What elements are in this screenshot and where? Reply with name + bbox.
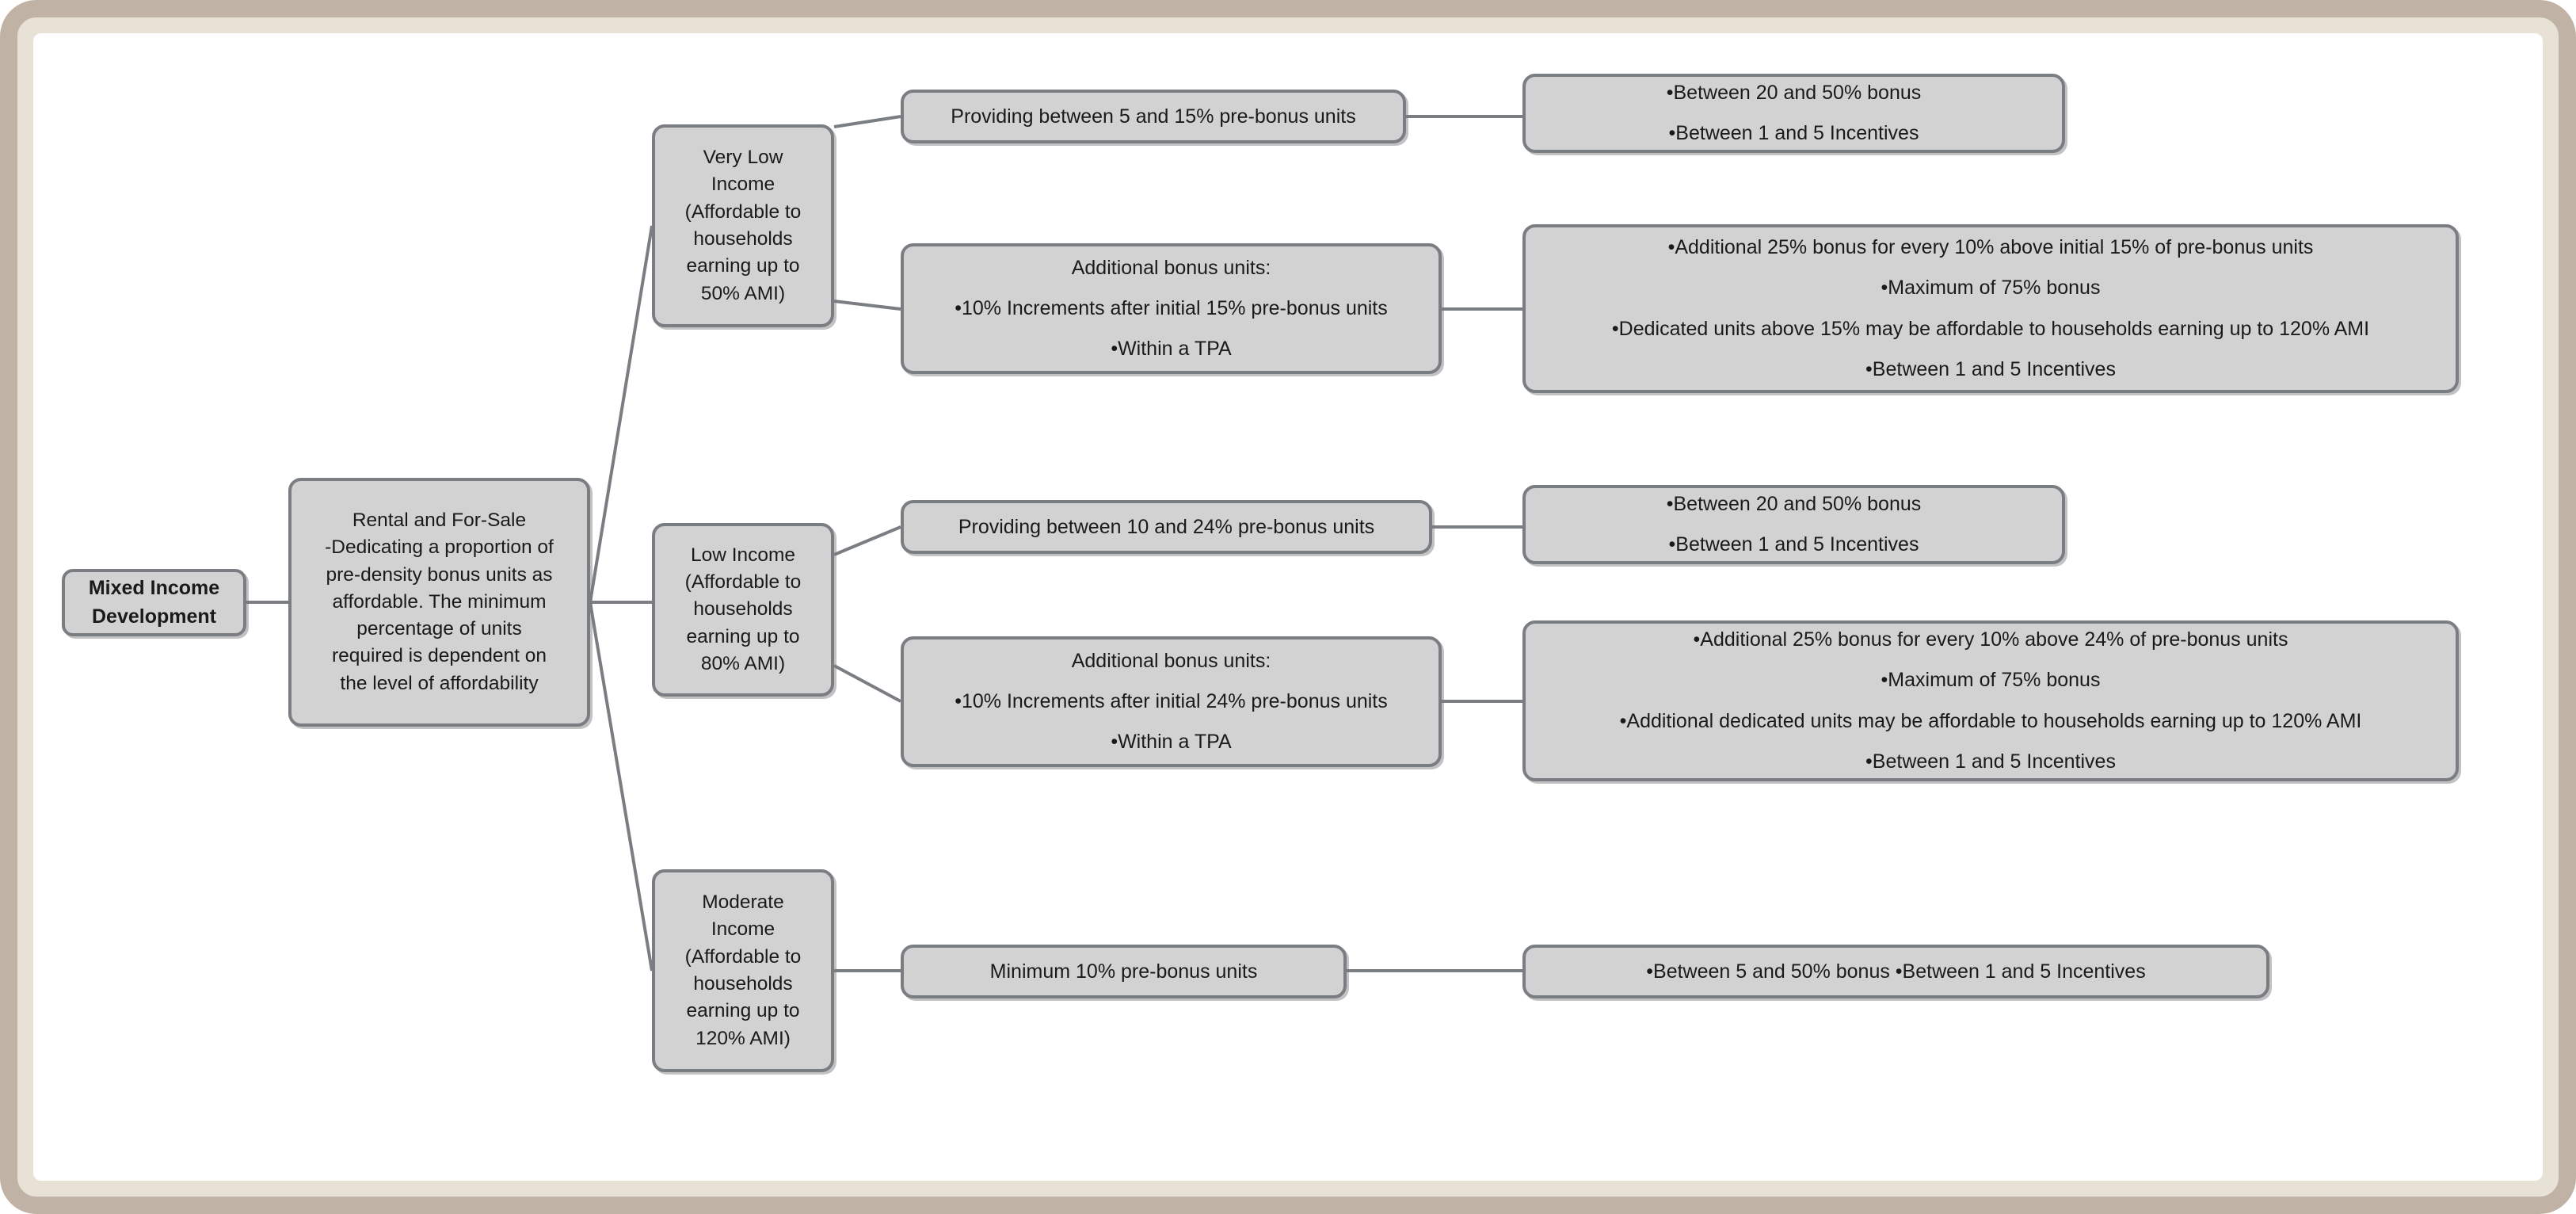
edge-vli-to-additional: [833, 300, 901, 311]
root-node-mixed-income-development[interactable]: Mixed Income Development: [62, 569, 246, 636]
branch-node-very-low-income[interactable]: Very Low Income (Affordable to household…: [652, 124, 834, 327]
condition-node-li-providing[interactable]: Providing between 10 and 24% pre-bonus u…: [901, 500, 1432, 554]
root-node-label: Mixed Income Development: [88, 577, 220, 628]
hub-node-label: Rental and For-Sale -Dedicating a propor…: [325, 509, 554, 694]
condition-node-li-additional-label: Additional bonus units: •10% Increments …: [955, 649, 1388, 754]
outcome-node-vli-additional[interactable]: •Additional 25% bonus for every 10% abov…: [1522, 224, 2459, 393]
branch-node-very-low-income-label: Very Low Income (Affordable to household…: [684, 147, 802, 304]
condition-node-vli-providing[interactable]: Providing between 5 and 15% pre-bonus un…: [901, 90, 1406, 143]
condition-node-li-providing-label: Providing between 10 and 24% pre-bonus u…: [958, 515, 1375, 538]
outcome-node-mi-minimum[interactable]: •Between 5 and 50% bonus •Between 1 and …: [1522, 945, 2269, 998]
condition-node-mi-minimum[interactable]: Minimum 10% pre-bonus units: [901, 945, 1347, 998]
condition-node-vli-additional-label: Additional bonus units: •10% Increments …: [955, 256, 1388, 361]
edge-hub-to-very-low-income: [589, 225, 654, 603]
outcome-node-mi-minimum-label: •Between 5 and 50% bonus •Between 1 and …: [1646, 960, 2146, 983]
outcome-node-vli-additional-label: •Additional 25% bonus for every 10% abov…: [1611, 236, 2370, 380]
outcome-node-li-additional[interactable]: •Additional 25% bonus for every 10% abov…: [1522, 620, 2459, 781]
outcome-node-li-providing-label: •Between 20 and 50% bonus •Between 1 and…: [1666, 492, 1922, 555]
edge-li-to-providing: [833, 525, 901, 556]
branch-node-low-income-label: Low Income (Affordable to households ear…: [684, 544, 802, 674]
branch-node-moderate-income-label: Moderate Income (Affordable to household…: [684, 891, 802, 1049]
edge-hub-to-moderate-income: [589, 601, 654, 972]
hub-node-rental-and-for-sale[interactable]: Rental and For-Sale -Dedicating a propor…: [288, 478, 590, 727]
outcome-node-li-providing[interactable]: •Between 20 and 50% bonus •Between 1 and…: [1522, 485, 2065, 564]
outcome-node-li-additional-label: •Additional 25% bonus for every 10% abov…: [1619, 628, 2362, 773]
outcome-node-vli-providing[interactable]: •Between 20 and 50% bonus •Between 1 and…: [1522, 74, 2065, 153]
condition-node-vli-additional[interactable]: Additional bonus units: •10% Increments …: [901, 243, 1442, 374]
branch-node-moderate-income[interactable]: Moderate Income (Affordable to household…: [652, 869, 834, 1072]
condition-node-li-additional[interactable]: Additional bonus units: •10% Increments …: [901, 636, 1442, 767]
outcome-node-vli-providing-label: •Between 20 and 50% bonus •Between 1 and…: [1666, 81, 1922, 144]
edge-vli-to-providing: [833, 115, 901, 128]
branch-node-low-income[interactable]: Low Income (Affordable to households ear…: [652, 523, 834, 697]
condition-node-vli-providing-label: Providing between 5 and 15% pre-bonus un…: [951, 105, 1356, 128]
edge-li-to-additional: [833, 664, 901, 703]
condition-node-mi-minimum-label: Minimum 10% pre-bonus units: [989, 960, 1258, 983]
